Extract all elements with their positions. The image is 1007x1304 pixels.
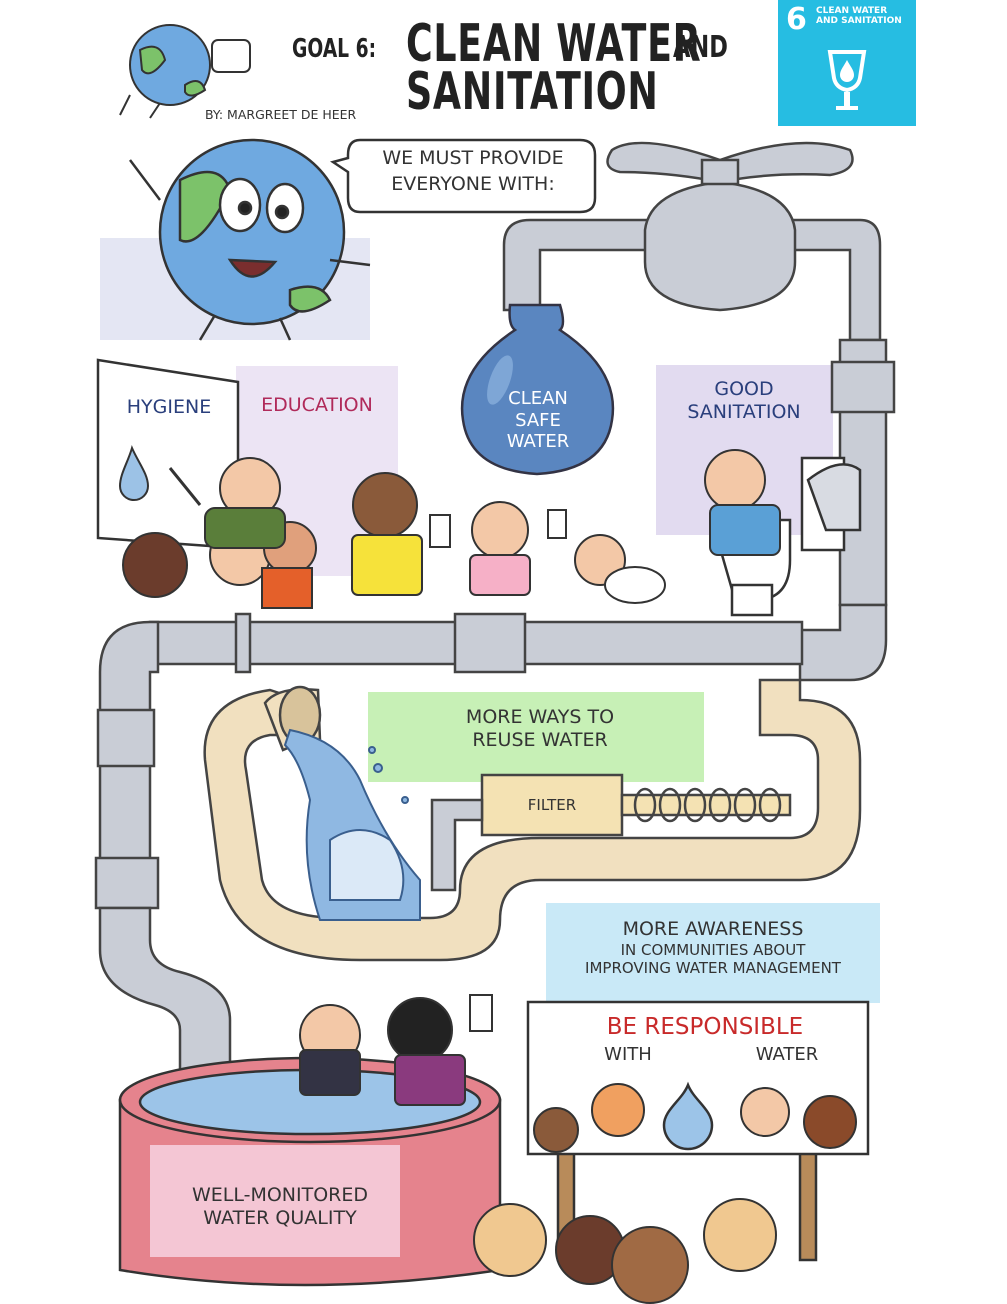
awareness-label: MORE AWARENESS IN COMMUNITIES ABOUT IMPR… [550,918,876,977]
responsible-with: WITH [604,1044,652,1065]
awareness-line2: IN COMMUNITIES ABOUT [620,940,806,959]
sdg-label: CLEAN WATER AND SANITATION [816,6,902,27]
water-line3: WATER [506,431,570,453]
speech-line1: WE MUST PROVIDE [382,147,564,169]
hygiene-label: HYGIENE [126,396,212,418]
reuse-water-label: MORE WAYS TO REUSE WATER [420,706,660,752]
water-line2: SAFE [515,409,561,431]
hygiene-board [96,358,240,550]
people-sign [473,1083,857,1304]
main-pipe [94,141,896,1077]
coil [633,787,782,823]
author-credit: BY: MARGREET DE HEER [205,107,357,122]
water-stream [283,728,421,921]
quality-line2: WATER QUALITY [203,1206,357,1229]
child-yellow [351,472,451,596]
reuse-line2: REUSE WATER [472,728,608,751]
goal-title-line2: SANITATION [406,62,659,122]
speech-bubble [330,138,597,214]
education-label: EDUCATION [261,394,373,416]
reuse-line1: MORE WAYS TO [465,706,615,728]
child-toilet [704,449,781,556]
awareness-line3: IMPROVING WATER MANAGEMENT [585,958,841,977]
awareness-line1: MORE AWARENESS [622,918,804,940]
sdg-badge: 6 CLEAN WATER AND SANITATION [778,0,916,126]
globe-mascot-large [129,138,371,341]
filter-label: FILTER [527,796,577,814]
speech-line2: EVERYONE WITH: [391,172,555,195]
goal-title-and: AND [673,30,728,65]
responsible-title: BE RESPONSIBLE [606,1014,804,1040]
baby [574,534,666,604]
reuse-pipe [203,678,862,962]
toilet [710,456,862,617]
goal-prefix: GOAL 6: [292,34,377,64]
people-left [122,457,317,609]
reuse-panel [368,692,704,782]
sanitation-label: GOOD SANITATION [668,378,820,424]
water-quality-label: WELL-MONITORED WATER QUALITY [160,1184,400,1230]
sdg-label-line2: AND SANITATION [816,16,902,27]
child-pink [469,501,567,596]
responsible-water: WATER [755,1044,819,1065]
sanitation-line2: SANITATION [687,400,801,423]
sdg-cup-icon [827,50,867,110]
responsible-sign [526,1000,870,1262]
sanitation-line1: GOOD [714,378,774,400]
speech-text: WE MUST PROVIDE EVERYONE WITH: [358,146,588,197]
water-line1: CLEAN [508,388,568,409]
water-drop [460,303,615,476]
water-tank [118,1056,502,1287]
quality-line1: WELL-MONITORED [191,1184,369,1206]
awareness-panel [546,903,880,1003]
clean-safe-water-label: CLEAN SAFE WATER [478,388,598,453]
sdg-label-line1: CLEAN WATER [816,6,888,16]
globe-mascot-small [119,24,251,119]
sdg-number: 6 [786,2,807,37]
goal-title-line1: CLEAN WATER [406,14,702,74]
people-tank [299,994,493,1106]
